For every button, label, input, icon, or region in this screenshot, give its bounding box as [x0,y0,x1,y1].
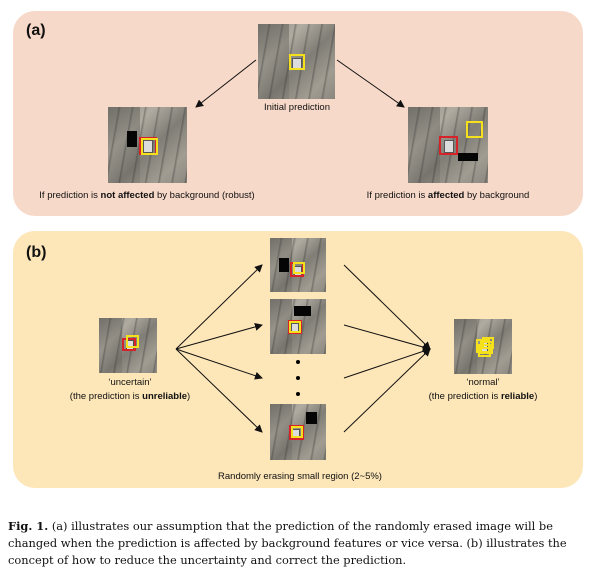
affected-image [408,107,488,183]
panel-b-letter: (b) [26,244,47,261]
affected-label: If prediction is affected by background [366,190,530,201]
erased-image-1 [270,238,326,292]
arrow-a-left [195,59,257,108]
robust-image [108,107,187,183]
ellipsis-dot-2 [296,376,300,380]
arrow-b-out-1 [175,264,263,350]
arrow-b-in-3 [343,347,431,379]
arrow-b-out-4 [175,348,263,433]
robust-label: If prediction is not affected by backgro… [39,190,255,201]
arrow-b-in-2 [343,324,431,351]
uncertain-sublabel: (the prediction is unreliable) [69,391,191,402]
initial-image [258,24,335,99]
ellipsis-dot-3 [296,392,300,396]
erased-image-n [270,404,326,460]
arrow-b-out-2 [175,323,263,350]
arrow-b-in-4 [343,348,431,433]
panel-a-letter: (a) [26,22,46,39]
figure-caption: Fig. 1. (a) illustrates our assumption t… [8,518,592,569]
arrow-a-right [336,59,405,108]
erase-label: Randomly erasing small region (2~5%) [218,471,382,482]
caption-text: (a) illustrates our assumption that the … [8,519,567,567]
figure-number: Fig. 1. [8,519,49,533]
ellipsis-dot-1 [296,360,300,364]
uncertain-label: ‘uncertain’ [108,377,152,388]
uncertain-image [99,318,157,373]
normal-image [454,319,512,374]
normal-sublabel: (the prediction is reliable) [428,391,538,402]
erased-image-2 [270,299,326,354]
arrow-b-in-1 [343,264,431,350]
arrow-b-out-3 [175,348,263,380]
normal-label: ‘normal’ [466,377,500,388]
initial-label: Initial prediction [263,102,330,113]
